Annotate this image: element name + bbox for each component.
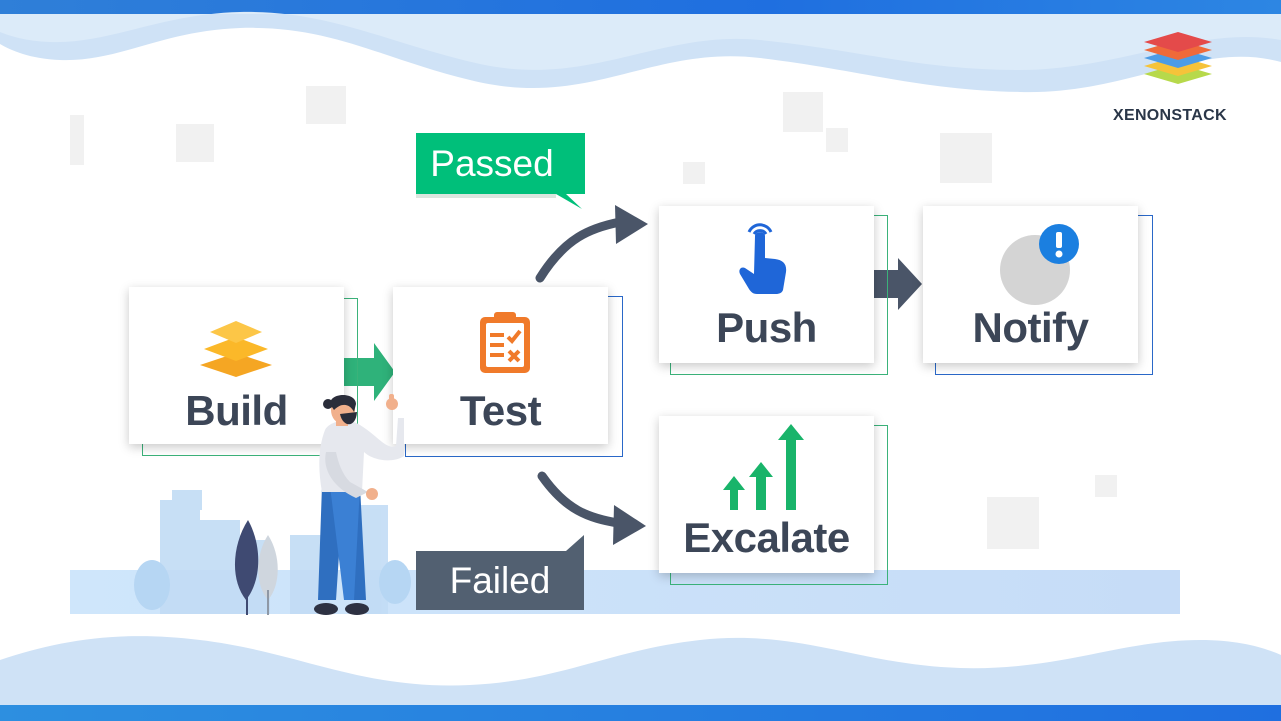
arrow-test-to-push [535,217,625,283]
bottom-accent-bar [0,705,1281,721]
top-accent-bar [0,0,1281,14]
escalate-label: Excalate [683,514,850,561]
build-stage-card: Build [129,287,344,444]
passed-tag-shape [416,133,585,209]
failed-tag-shape [416,535,584,610]
arrow-push-to-notify [873,258,922,310]
failed-label: Failed [449,560,551,601]
test-stage-card: Test [393,287,608,444]
arrow-build-to-test [344,343,395,401]
alert-icon [1000,224,1079,305]
build-label: Build [185,387,288,434]
notify-stage-card: Notify [923,206,1138,363]
rising-arrows-icon [723,424,804,510]
tap-hand-icon [739,223,787,294]
notify-label: Notify [972,304,1090,351]
push-stage-card: Push [659,206,874,363]
arrow-test-to-escalate [537,471,623,528]
passed-label: Passed [430,142,554,184]
brand-name: XENONSTACK [1113,107,1227,124]
push-label: Push [716,304,817,351]
test-label: Test [459,387,542,434]
escalate-stage-card: Excalate [659,416,874,573]
clipboard-check-icon [480,312,530,373]
layers-icon [200,321,272,377]
xenonstack-logo-icon [1144,32,1212,84]
